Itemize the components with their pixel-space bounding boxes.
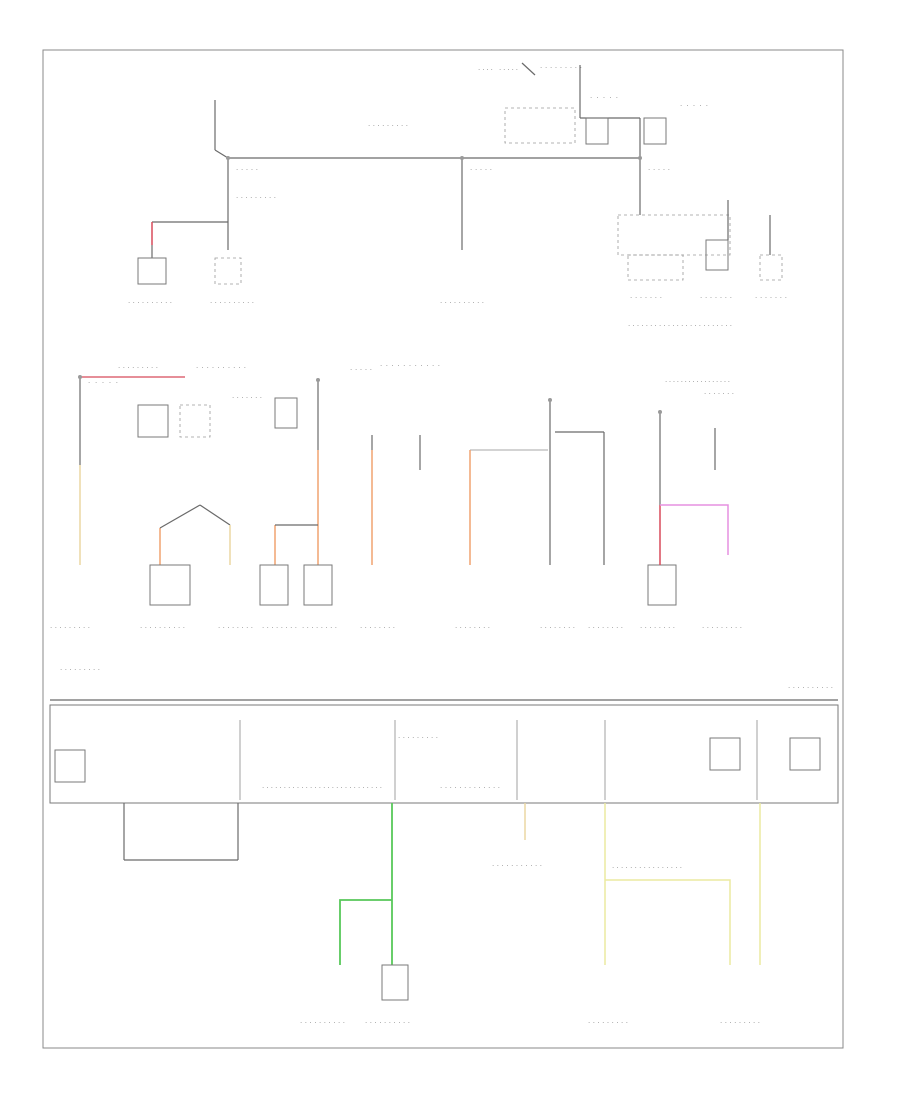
svg-text:·················: ················· — [665, 378, 730, 386]
svg-text:········: ········ — [262, 624, 297, 632]
svg-text:··········: ·········· — [128, 299, 172, 307]
junction-box-and-loads: ········· ·········· ···················… — [49, 666, 839, 1027]
svg-text:················: ················ — [612, 864, 682, 872]
svg-text:···········: ··········· — [380, 362, 440, 370]
svg-text:·······: ······· — [630, 294, 662, 302]
svg-text:·········: ········· — [720, 1019, 760, 1027]
svg-text:·········: ········· — [702, 624, 742, 632]
svg-text:·····: ····· — [236, 166, 258, 174]
svg-text:·······: ······· — [700, 294, 732, 302]
svg-text:·······: ······· — [232, 394, 262, 402]
middle-circuits: ····· ········· ·········· ····· ·······… — [50, 362, 742, 632]
svg-text:···········: ··········· — [492, 862, 542, 870]
svg-text:··········: ·········· — [440, 299, 484, 307]
svg-text:··········: ·········· — [140, 624, 185, 632]
diagram-frame — [42, 49, 844, 1049]
svg-text:·········: ········· — [368, 122, 408, 130]
svg-text:···· ·····: ···· ····· — [478, 66, 518, 74]
svg-text:·····: ····· — [590, 94, 618, 102]
svg-text:·········: ········· — [540, 64, 582, 72]
svg-text:·······: ······· — [755, 294, 787, 302]
svg-text:·······: ······· — [704, 390, 734, 398]
svg-text:··········: ·········· — [365, 1019, 410, 1027]
svg-text:·····: ····· — [680, 102, 708, 110]
svg-text:··········: ·········· — [300, 1019, 345, 1027]
svg-text:·············: ············· — [440, 784, 500, 792]
svg-text:·········: ········· — [398, 734, 438, 742]
svg-text:········: ········ — [360, 624, 395, 632]
svg-text:·····: ····· — [648, 166, 670, 174]
svg-text:·····: ····· — [88, 379, 118, 387]
svg-text:·····: ····· — [350, 366, 372, 374]
svg-text:·········: ········· — [588, 1019, 628, 1027]
svg-text:·····: ····· — [470, 166, 492, 174]
svg-text:·········: ········· — [236, 194, 276, 202]
svg-text:····························: ···························· — [262, 784, 382, 792]
svg-text:········: ········ — [455, 624, 490, 632]
svg-text:·········: ········· — [50, 624, 90, 632]
svg-text:········: ········ — [218, 624, 253, 632]
svg-text:························: ························ — [628, 322, 732, 330]
svg-text:··········: ·········· — [196, 364, 246, 372]
svg-text:········: ········ — [540, 624, 575, 632]
svg-text:········: ········ — [302, 624, 337, 632]
svg-text:··········: ·········· — [210, 299, 254, 307]
svg-text:·········: ········· — [60, 666, 100, 674]
svg-text:········: ········ — [640, 624, 675, 632]
top-power-distribution: ···· ····· ········· ····· ····· ·······… — [128, 62, 787, 330]
svg-text:········: ········ — [588, 624, 623, 632]
svg-text:··········: ·········· — [788, 684, 833, 692]
svg-text:·········: ········· — [118, 364, 158, 372]
